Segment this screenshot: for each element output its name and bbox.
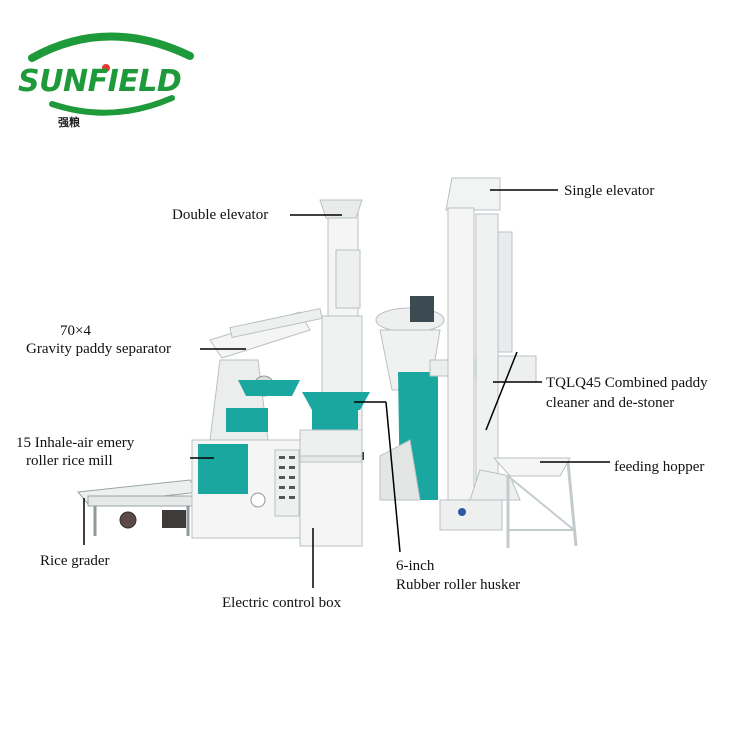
label-tqlq45-line1: TQLQ45 Combined paddy xyxy=(546,375,708,391)
label-gravity-capacity: 70×4 xyxy=(60,323,91,339)
rice-mill xyxy=(191,439,303,539)
label-rice-mill-line1: 15 Inhale-air emery xyxy=(16,435,135,451)
single-elevator xyxy=(439,177,513,531)
label-double-elevator: Double elevator xyxy=(172,207,269,223)
control-box-shape xyxy=(299,429,363,547)
label-husker: Rubber roller husker xyxy=(396,577,521,593)
logo-swoosh xyxy=(28,32,194,116)
sunfield-logo: SUNFIELD 强粮 xyxy=(12,26,202,129)
gravity-separator xyxy=(209,307,323,441)
logo-chinese-text: 强粮 xyxy=(58,116,80,129)
label-husker-size: 6-inch xyxy=(396,558,435,574)
leader-lines xyxy=(83,189,610,588)
label-control-box: Electric control box xyxy=(222,595,342,611)
label-rice-grader: Rice grader xyxy=(40,553,110,569)
rice-grader xyxy=(77,479,201,536)
label-gravity-separator: Gravity paddy separator xyxy=(26,341,171,357)
label-feeding-hopper: feeding hopper xyxy=(614,459,705,475)
label-rice-mill-line2: roller rice mill xyxy=(26,453,113,469)
logo-wordmark: SUNFIELD xyxy=(18,64,182,99)
label-tqlq45-line2: cleaner and de-stoner xyxy=(546,395,675,411)
label-single-elevator: Single elevator xyxy=(564,183,655,199)
